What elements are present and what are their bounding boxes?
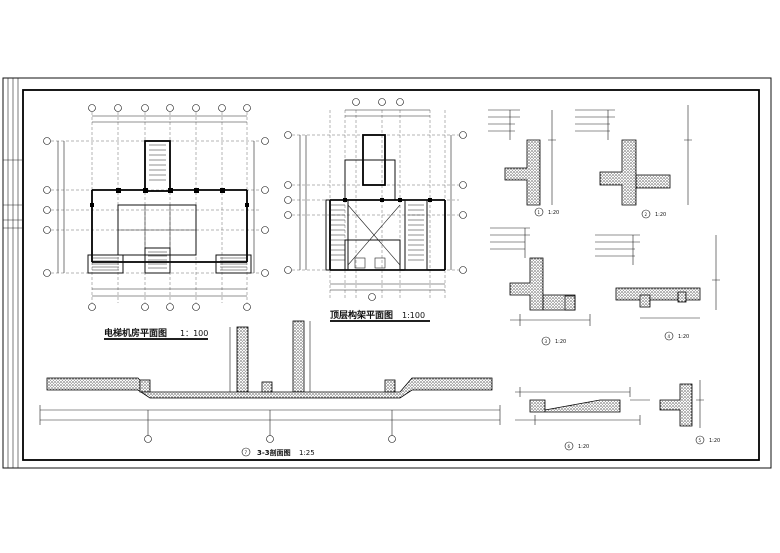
section-marker: 7	[245, 450, 248, 455]
detail-2: 2 1:20	[575, 105, 692, 219]
detail-2-id: 2	[645, 212, 648, 217]
roof-structure-plan	[284, 98, 467, 301]
detail-3-scale: 1:20	[555, 339, 566, 345]
section-3-3	[39, 320, 501, 443]
detail-6-scale: 1:20	[578, 444, 589, 450]
sheet-frame	[2, 77, 772, 469]
section-scale: 1:25	[299, 449, 315, 457]
elevator-room-plan	[43, 104, 269, 311]
detail-4-id: 4	[668, 334, 671, 339]
detail-2-scale: 1:20	[655, 212, 666, 218]
roof-plan-title: 顶层构架平面图	[330, 309, 393, 321]
detail-6: 6 1:20	[515, 387, 650, 451]
axis-bubbles-top	[88, 104, 251, 112]
axis-bubbles-sides	[43, 137, 269, 277]
elevator-plan-scale: 1：100	[180, 329, 208, 338]
section-3-3-label: 7 3-3剖面图 1:25	[241, 447, 315, 457]
detail-5: 5 1:20	[659, 380, 720, 445]
detail-5-id: 5	[699, 438, 702, 443]
roof-axis-top	[352, 98, 404, 106]
detail-1-id: 1	[538, 210, 541, 215]
elevator-plan-title: 电梯机房平面图	[104, 327, 167, 339]
detail-1-scale: 1:20	[548, 210, 559, 216]
detail-3-id: 3	[545, 339, 548, 344]
detail-1: 1 1:20	[488, 109, 559, 217]
detail-4-scale: 1:20	[678, 334, 689, 340]
detail-6-id: 6	[568, 444, 571, 449]
axis-bubbles-bottom	[88, 303, 251, 311]
detail-4: 4 1:20	[595, 234, 720, 341]
roof-axis-left	[284, 131, 467, 274]
detail-5-scale: 1:20	[709, 438, 720, 444]
roof-plan-scale: 1:100	[402, 311, 425, 320]
section-title: 3-3剖面图	[257, 448, 291, 457]
detail-3: 3 1:20	[490, 227, 591, 346]
